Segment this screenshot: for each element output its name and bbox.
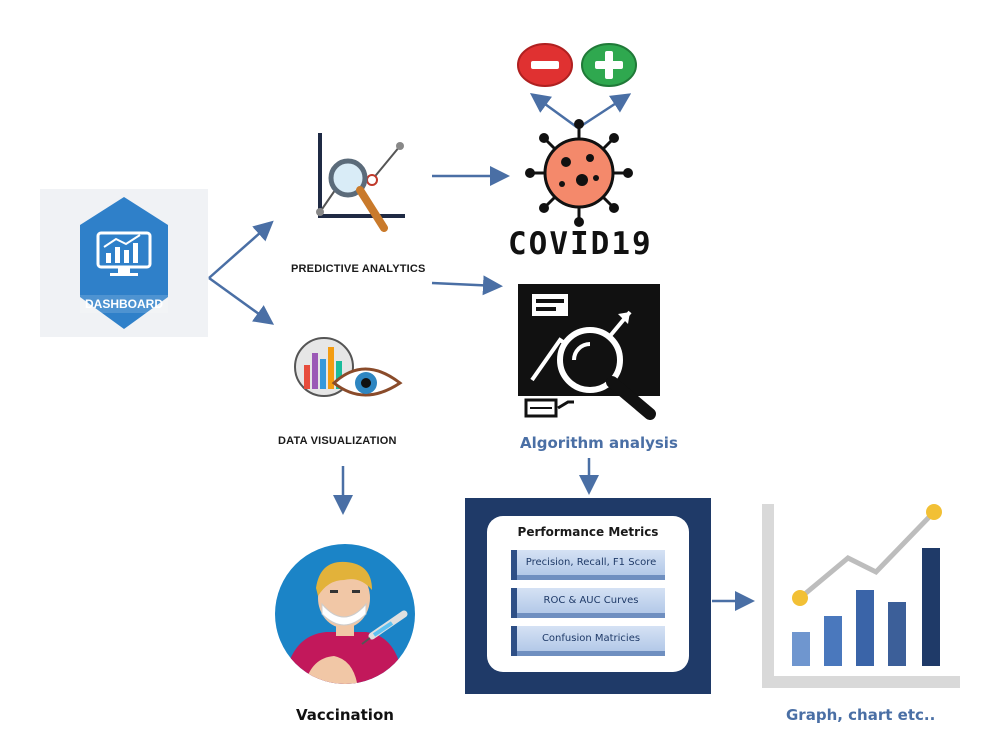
plus-icon xyxy=(581,43,637,87)
metric-item-label: Confusion Matricies xyxy=(517,626,665,651)
vaccination-label: Vaccination xyxy=(296,706,394,724)
graph-chart-label: Graph, chart etc.. xyxy=(786,706,936,724)
bar-line-chart-icon xyxy=(762,504,960,688)
dashboard-label: DASHBOARD xyxy=(85,297,163,311)
metric-item: Precision, Recall, F1 Score xyxy=(511,550,665,580)
magnifier-trend-icon xyxy=(316,133,405,232)
metric-item: ROC & AUC Curves xyxy=(511,588,665,618)
algorithm-analysis-label: Algorithm analysis xyxy=(520,434,678,452)
covid19-title: COVID19 xyxy=(508,226,653,262)
minus-icon xyxy=(517,43,573,87)
virus-icon xyxy=(525,119,633,227)
metric-item-label: Precision, Recall, F1 Score xyxy=(517,550,665,575)
analysis-icon xyxy=(518,284,660,420)
data-visualization-label: DATA VISUALIZATION xyxy=(278,435,397,447)
monitor-chart-icon xyxy=(80,197,168,329)
vaccination-icon xyxy=(275,544,415,684)
dashboard-card: DASHBOARD xyxy=(40,189,208,337)
metric-item: Confusion Matricies xyxy=(511,626,665,656)
performance-metrics-panel: Performance Metrics Precision, Recall, F… xyxy=(465,498,711,694)
performance-metrics-title: Performance Metrics xyxy=(517,525,659,539)
performance-metrics-card: Performance Metrics Precision, Recall, F… xyxy=(487,516,689,672)
eye-chart-icon xyxy=(294,337,403,397)
predictive-analytics-label: PREDICTIVE ANALYTICS xyxy=(291,263,426,275)
metric-item-label: ROC & AUC Curves xyxy=(517,588,665,613)
